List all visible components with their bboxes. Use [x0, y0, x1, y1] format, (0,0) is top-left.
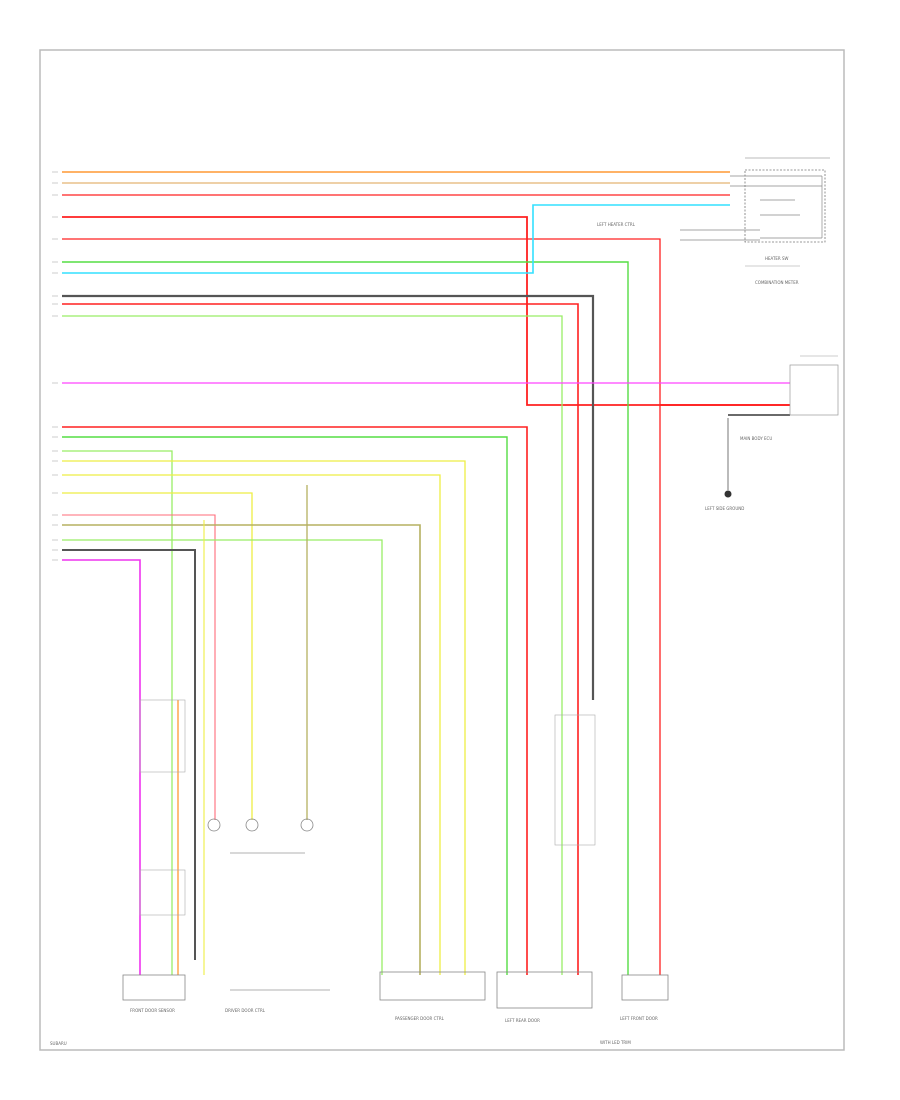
left-front-door-label: LEFT FRONT DOOR: [620, 1016, 658, 1021]
wire-lightgreen-13: [62, 450, 173, 975]
main-body-ecu-connector: MAIN BODY ECU LEFT SIDE GROUND: [705, 355, 839, 511]
hazard-switch-label: HEATER SW: [765, 256, 789, 261]
wire-red-8: [62, 303, 579, 975]
with-led-trim-label: WITH LED TRIM: [600, 1040, 631, 1045]
wire-magenta-21: [62, 559, 141, 975]
wire-red-11: [62, 426, 528, 975]
wire-lightgreen-19: [62, 539, 383, 975]
passenger-door-label: PASSENGER DOOR CTRL: [395, 1016, 445, 1021]
driver-door-ctrl-label: DRIVER DOOR CTRL: [225, 1008, 266, 1013]
wire-lightgreen-9: [62, 315, 563, 975]
main-body-ecu-label: MAIN BODY ECU: [740, 436, 772, 441]
left-heater-ctrl-label: LEFT HEATER CTRL: [597, 222, 636, 227]
wire-pink-17: [62, 514, 216, 820]
wire-olive-18: [62, 524, 421, 975]
left-rear-door-label: LEFT REAR DOOR: [505, 1018, 540, 1023]
wire-green-5: [62, 261, 629, 975]
front-door-sensor-label: FRONT DOOR SENSOR: [130, 1008, 175, 1013]
wire-green-12: [62, 436, 508, 975]
wire-yellow-15: [62, 474, 441, 975]
component-boxes: FRONT DOOR SENSOR PASSENGER DOOR CTRL LE…: [50, 699, 669, 1046]
wire-group: [52, 171, 790, 975]
wire-red-3: [62, 216, 790, 406]
diagram-frame: [39, 49, 845, 1051]
wire-darkgray-20: [62, 549, 196, 960]
wire-yellow-14: [62, 460, 466, 975]
hazard-switch-box: HEATER SW COMBINATION METER LEFT HEATER …: [597, 157, 830, 285]
front-door-sensor-box: [122, 974, 186, 1001]
left-rear-door-box: [496, 971, 593, 1009]
left-front-door-box: [621, 974, 669, 1001]
combination-meter-label: COMBINATION METER: [755, 280, 799, 285]
wire-lightblue-6: [62, 204, 730, 274]
wire-darkgray-7: [62, 294, 595, 700]
footer-left-label: SUBARU: [50, 1041, 67, 1046]
passenger-door-box: [379, 971, 486, 1001]
wire-red-4: [62, 238, 661, 975]
left-side-ground-label: LEFT SIDE GROUND: [705, 506, 744, 511]
wire-yellow-16: [62, 492, 253, 820]
